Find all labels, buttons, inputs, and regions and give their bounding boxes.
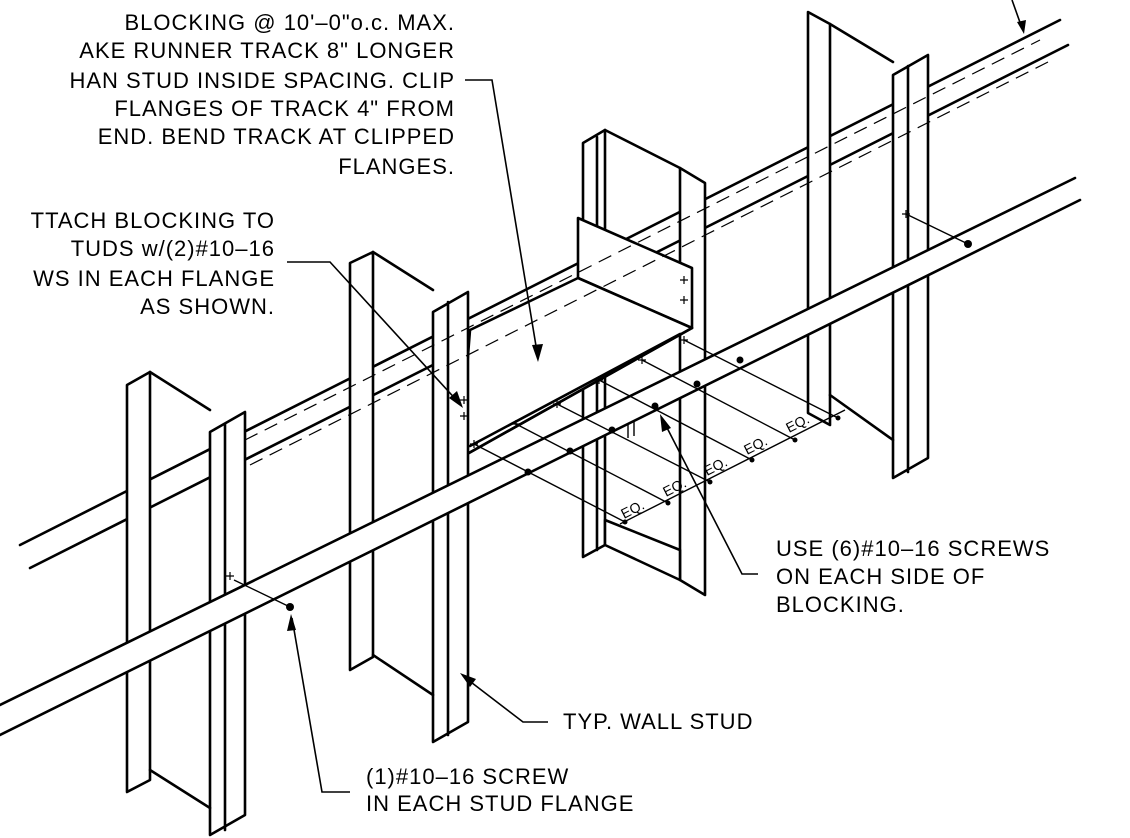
front-strap	[0, 176, 1082, 737]
note-six-screws: USE (6)#10–16 SCREWS ON EACH SIDE OF BLO…	[776, 536, 1050, 617]
note-line: TYP. WALL STUD	[563, 709, 753, 734]
eq-label: EQ.	[741, 432, 770, 457]
note-line: TTACH BLOCKING TO	[31, 208, 275, 233]
eq-label: EQ.	[783, 410, 812, 435]
note-wall-stud: TYP. WALL STUD	[563, 709, 753, 734]
note-line: TUDS w/(2)#10–16	[71, 236, 275, 261]
note-line: END. BEND TRACK AT CLIPPED	[98, 124, 455, 149]
eq-labels: EQ. EQ. EQ. EQ. EQ.	[618, 410, 812, 521]
eq-label: EQ.	[618, 496, 647, 521]
note-line: AKE RUNNER TRACK 8" LONGER	[79, 38, 455, 63]
note-attach: TTACH BLOCKING TO TUDS w/(2)#10–16 WS IN…	[31, 208, 275, 319]
dimension-lines	[233, 213, 969, 608]
hidden-lines	[244, 39, 1049, 466]
note-line: AS SHOWN.	[140, 294, 275, 319]
note-line: (1)#10–16 SCREW	[366, 764, 569, 789]
note-line: BLOCKING @ 10'–0"o.c. MAX.	[124, 10, 455, 35]
note-line: FLANGES OF TRACK 4" FROM	[114, 96, 455, 121]
note-blocking: BLOCKING @ 10'–0"o.c. MAX. AKE RUNNER TR…	[69, 10, 455, 179]
note-line: IN EACH STUD FLANGE	[366, 791, 634, 816]
note-line: HAN STUD INSIDE SPACING. CLIP	[69, 68, 455, 93]
wall-stud-right	[806, 10, 930, 480]
leaders	[287, 0, 1026, 793]
note-line: BLOCKING.	[776, 592, 905, 617]
blocking-track	[446, 216, 694, 460]
note-line: ON EACH SIDE OF	[776, 564, 985, 589]
note-line: FLANGES.	[338, 154, 455, 179]
note-one-screw: (1)#10–16 SCREW IN EACH STUD FLANGE	[366, 764, 634, 816]
note-line: USE (6)#10–16 SCREWS	[776, 536, 1050, 561]
note-line: WS IN EACH FLANGE	[33, 266, 275, 291]
